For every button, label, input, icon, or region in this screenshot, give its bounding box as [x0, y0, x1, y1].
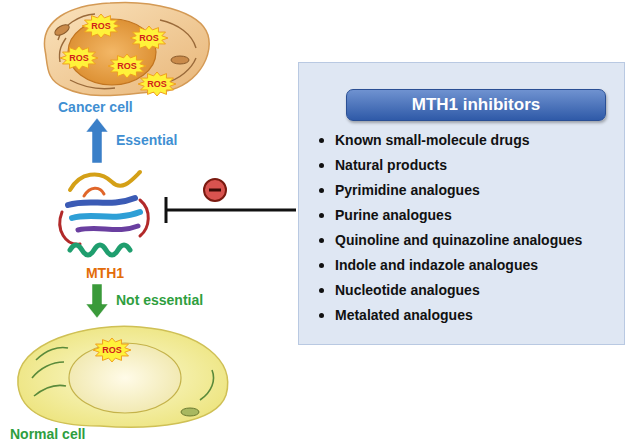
protein-node: MTH1	[50, 165, 160, 282]
ribbon-helix	[70, 245, 130, 255]
ribbon-sheet	[68, 198, 135, 205]
normal-cell: Normal cell ROS	[5, 320, 240, 443]
ros-node: ROS	[82, 14, 120, 38]
ribbon-loop	[60, 200, 148, 244]
ros-node: ROS	[108, 54, 146, 78]
ros-burst-shape	[108, 54, 146, 78]
bullet-dot	[319, 163, 324, 168]
ros-text: ROS	[82, 20, 120, 32]
ros-node: ROS	[130, 26, 168, 50]
bullet-dot	[319, 138, 324, 143]
mitochondrion	[171, 56, 189, 64]
bullet-dot	[319, 288, 324, 293]
edge-label: Not essential	[116, 292, 203, 308]
connector	[166, 197, 296, 223]
inhibition-sign	[204, 179, 226, 201]
mitochondrion	[53, 23, 71, 38]
ros-node: ROS	[93, 338, 131, 362]
normal-cell-membrane	[18, 326, 228, 427]
cancer-cell-membrane	[44, 2, 209, 95]
ros-text: ROS	[93, 344, 131, 356]
bullet-dot	[319, 213, 324, 218]
header-node: MTH1 inhibitors	[346, 89, 606, 121]
ros-node: ROS	[138, 72, 176, 96]
ros-node: ROS	[60, 46, 98, 70]
block-arrow	[86, 284, 108, 318]
list-item: Quinoline and quinazoline analogues	[335, 231, 582, 249]
inhibition-sign-minus	[209, 189, 221, 192]
ros-burst-shape	[138, 72, 176, 96]
list-item: Metalated analogues	[335, 306, 473, 324]
connector	[86, 118, 108, 163]
header-text: MTH1 inhibitors	[347, 90, 605, 120]
ros-text: ROS	[108, 60, 146, 72]
cancer-cell: Cancer cell ROS ROS ROS ROS ROS	[30, 0, 220, 116]
ros-burst-shape	[60, 46, 98, 70]
inhibition-line	[166, 209, 296, 212]
ribbon-sheet	[72, 212, 140, 218]
list-item: Known small-molecule drugs	[335, 131, 529, 149]
ros-text: ROS	[138, 78, 176, 90]
edge-label: Essential	[116, 132, 177, 148]
list-item: Pyrimidine analogues	[335, 181, 480, 199]
mitochondrion	[181, 408, 199, 416]
connector	[86, 284, 108, 318]
protein-structure	[60, 172, 148, 255]
protein-label: MTH1	[50, 265, 160, 281]
cancer-cell-er	[58, 14, 196, 89]
block-arrow	[86, 118, 108, 163]
ros-text: ROS	[130, 32, 168, 44]
list-item: Purine analogues	[335, 206, 452, 224]
inhibition-bar	[165, 197, 168, 223]
cell-label: Cancer cell	[58, 99, 133, 115]
ribbon-sheet	[78, 226, 138, 230]
panel-node: Known small-molecule drugsNatural produc…	[298, 62, 625, 345]
bullet-dot	[319, 238, 324, 243]
bullet-dot	[319, 313, 324, 318]
ros-burst-shape	[82, 14, 120, 38]
list-item: Natural products	[335, 156, 447, 174]
list-item: Nucleotide analogues	[335, 281, 480, 299]
ribbon-loop	[70, 172, 140, 190]
ribbon-loop	[84, 188, 104, 196]
bullet-dot	[319, 263, 324, 268]
list-item: Indole and indazole analogues	[335, 256, 538, 274]
ros-burst-shape	[93, 338, 131, 362]
cell-label: Normal cell	[10, 426, 85, 442]
ros-text: ROS	[60, 52, 98, 64]
bullet-dot	[319, 188, 324, 193]
ros-burst-shape	[130, 26, 168, 50]
